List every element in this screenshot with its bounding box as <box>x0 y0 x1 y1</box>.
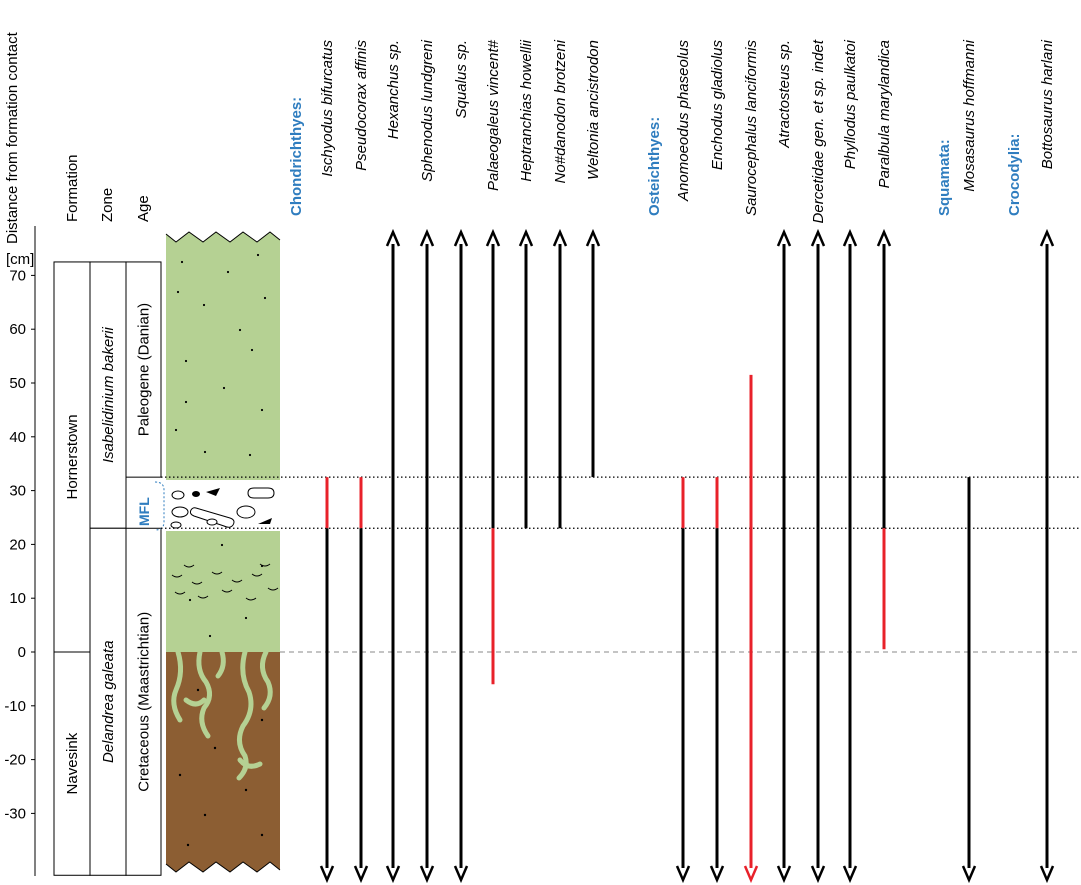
y-tick-label: -20 <box>4 752 26 769</box>
range-arrow-down <box>675 865 691 884</box>
zone-header: Zone <box>99 188 116 222</box>
taxon-label: Heptranchias howellii <box>518 39 535 181</box>
group-heading: Osteichthyes: <box>646 117 663 216</box>
taxon-ranges: Chondrichthyes: Ischyodus bifurcatus Pseud… <box>288 39 1056 884</box>
taxon-label: Bottosaurus harlani <box>1039 39 1056 169</box>
y-tick-label: 10 <box>9 590 26 607</box>
formation-label: Navesink <box>64 732 81 794</box>
range-arrow-down <box>353 865 369 884</box>
shell-hash-marks <box>171 563 279 601</box>
range-arrow-down <box>743 865 759 884</box>
taxon-label: Atractosteus sp. <box>776 40 793 149</box>
range-arrow-up <box>810 228 826 247</box>
green-sand-layer <box>166 226 280 652</box>
mfl-bracket <box>154 481 165 531</box>
contact-lines <box>161 476 1081 653</box>
taxon-label: Dercetidae gen. et sp. indet <box>810 39 827 223</box>
range-arrow-down <box>776 865 792 884</box>
taxon-label: Phyllodus paulkatoi <box>842 39 859 169</box>
range-arrow-down <box>319 865 335 884</box>
lithology-top-outline <box>165 231 281 243</box>
range-arrow-up <box>419 228 435 247</box>
y-tick-label: 0 <box>18 644 26 661</box>
y-tick-label: 40 <box>9 429 26 446</box>
y-tick-label: 50 <box>9 375 26 392</box>
group-heading: Chondrichthyes: <box>288 97 305 216</box>
range-arrow-up <box>485 228 501 247</box>
group-heading: Squamata: <box>936 139 953 216</box>
range-arrow-down <box>961 865 977 884</box>
range-arrow-up <box>776 228 792 247</box>
y-tick-label: -30 <box>4 805 26 822</box>
formation-label: Hornerstown <box>64 414 81 499</box>
mfl-label: MFL <box>136 497 152 526</box>
taxon-label: No#danodon brotzeni <box>552 39 569 183</box>
brown-mud-layer <box>166 652 280 872</box>
range-arrow-down <box>842 865 858 884</box>
taxon-label: Hexanchus sp. <box>385 40 402 139</box>
taxon-label: Pseudocorax affinis <box>353 40 370 171</box>
zone-label: Isabelidinium bakerii <box>100 326 117 463</box>
range-arrow-down <box>1039 865 1055 884</box>
formation-box <box>53 651 91 876</box>
range-arrow-up <box>385 228 401 247</box>
group-heading: Crocodylia: <box>1006 133 1023 216</box>
lithology-bottom-outline <box>165 861 281 873</box>
range-arrow-up <box>876 228 892 247</box>
age-label: Paleogene (Danian) <box>136 303 153 436</box>
taxon-label: Saurocephalus lanciformis <box>743 40 760 216</box>
distance-header: Distance from formation contact <box>4 31 21 244</box>
fossil-lag-fragments <box>166 480 280 531</box>
age-header: Age <box>135 195 152 222</box>
range-arrow-up <box>518 228 534 247</box>
y-tick-label: 20 <box>9 536 26 553</box>
formation-header: Formation <box>64 154 81 222</box>
zone-box <box>89 261 127 529</box>
taxon-label: Weltonia ancistrodon <box>585 40 602 180</box>
y-tick-label: 70 <box>9 267 26 284</box>
lithology-column <box>166 226 280 872</box>
range-arrow-up <box>842 228 858 247</box>
age-box <box>125 527 162 876</box>
range-arrow-down <box>419 865 435 884</box>
formation-box <box>53 261 91 653</box>
burrow-traces <box>171 649 273 781</box>
range-arrow-down <box>810 865 826 884</box>
range-arrow-up <box>585 228 601 247</box>
range-arrow-up <box>453 228 469 247</box>
taxon-label: Paralbula marylandica <box>876 40 893 188</box>
range-arrow-down <box>453 865 469 884</box>
range-arrow-up <box>552 228 568 247</box>
age-label: Cretaceous (Maastrichtian) <box>136 612 153 792</box>
taxon-label: Mosasaurus hoffmanni <box>961 39 978 191</box>
sand-dots <box>174 253 267 847</box>
taxon-label: Enchodus gladiolus <box>709 40 726 171</box>
taxon-label: Ischyodus bifurcatus <box>319 40 336 177</box>
y-tick-label: -10 <box>4 698 26 715</box>
taxon-label: Squalus sp. <box>453 40 470 118</box>
zone-box <box>89 527 127 876</box>
y-tick-label: 60 <box>9 321 26 338</box>
range-arrow-up <box>1039 228 1055 247</box>
y-axis: 70 60 50 40 30 20 10 0 -10 -20 -30 <box>4 226 36 876</box>
unit-label: [cm] <box>6 251 34 268</box>
age-box <box>125 261 162 478</box>
taxon-label: Anomoeodus phaseolus <box>675 40 692 202</box>
y-tick-label: 30 <box>9 483 26 500</box>
taxon-label: Palaeogaleus vincent# <box>485 39 502 191</box>
taxon-label: Sphenodus lundgreni <box>419 39 436 181</box>
zone-label: Delandrea galeata <box>100 640 117 763</box>
range-arrow-down <box>709 865 725 884</box>
range-arrow-down <box>385 865 401 884</box>
